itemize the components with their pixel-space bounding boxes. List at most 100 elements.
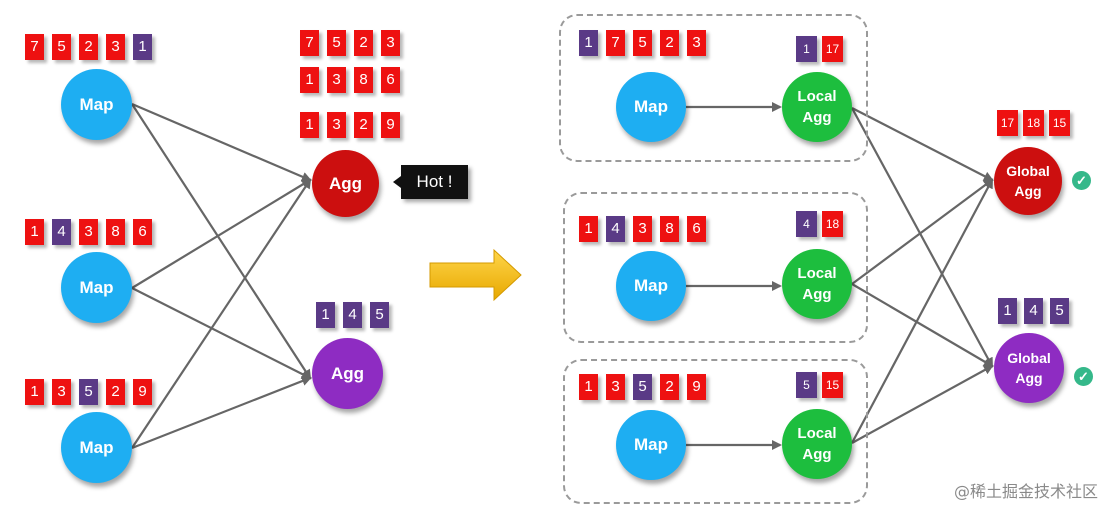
node-label-line1: Global xyxy=(1006,163,1050,179)
value-square: 1 xyxy=(25,219,44,245)
value-square: 4 xyxy=(796,211,817,237)
value-square: 15 xyxy=(822,372,843,398)
node-label: Map xyxy=(79,437,114,457)
left-map-node-2: Map xyxy=(61,252,132,323)
node-label: Map xyxy=(634,435,668,454)
node-label-line2: Agg xyxy=(1015,370,1043,386)
edge-map2-to-purple-agg xyxy=(131,287,312,379)
value-square: 1 xyxy=(300,67,319,93)
node-label-line1: Local xyxy=(797,88,837,105)
value-square: 5 xyxy=(1050,298,1069,324)
value-square: 4 xyxy=(343,302,362,328)
hot-callout: Hot ! xyxy=(393,165,468,199)
value-square: 9 xyxy=(133,379,152,405)
value-square: 3 xyxy=(327,67,346,93)
watermark: @稀土掘金技术社区 xyxy=(953,482,1098,501)
value-square: 1 xyxy=(796,36,817,62)
value-square: 2 xyxy=(660,374,679,400)
value-square: 15 xyxy=(1049,110,1070,136)
edge-local2-to-global-purple xyxy=(851,283,994,368)
node-label-line2: Agg xyxy=(802,109,832,126)
value-square: 17 xyxy=(822,36,843,62)
node-label: Map xyxy=(79,277,114,297)
left-map-node-3: Map xyxy=(61,412,132,483)
value-square: 7 xyxy=(300,30,319,56)
value-square: 3 xyxy=(633,216,652,242)
node-label-line1: Global xyxy=(1007,350,1051,366)
edge-map1-to-purple-agg xyxy=(131,103,312,380)
value-square: 4 xyxy=(52,219,71,245)
value-square: 17 xyxy=(997,110,1018,136)
value-square: 2 xyxy=(660,30,679,56)
value-square: 1 xyxy=(579,216,598,242)
value-square: 18 xyxy=(1023,110,1044,136)
value-square: 9 xyxy=(381,112,400,138)
node-label: Agg xyxy=(328,173,363,193)
right-map-node-3: Map xyxy=(616,410,686,480)
edge-map1-to-hot-agg xyxy=(131,102,312,182)
group-box-1 xyxy=(559,14,868,162)
value-square: 3 xyxy=(687,30,706,56)
value-square: 3 xyxy=(106,34,125,60)
value-square: 3 xyxy=(327,112,346,138)
value-square: 4 xyxy=(606,216,625,242)
value-square: 6 xyxy=(687,216,706,242)
node-label-line1: Local xyxy=(797,425,837,442)
transform-arrow xyxy=(429,248,522,302)
value-square: 5 xyxy=(370,302,389,328)
value-square: 2 xyxy=(106,379,125,405)
node-label-line2: Agg xyxy=(802,446,832,463)
value-square: 3 xyxy=(79,219,98,245)
edge-local1-to-global-purple xyxy=(851,107,993,368)
value-square: 1 xyxy=(25,379,44,405)
value-square: 5 xyxy=(633,374,652,400)
check-icon: ✓ xyxy=(1072,171,1091,190)
value-square: 6 xyxy=(133,219,152,245)
value-square: 1 xyxy=(316,302,335,328)
value-square: 1 xyxy=(300,112,319,138)
check-icon: ✓ xyxy=(1074,367,1093,386)
value-square: 7 xyxy=(606,30,625,56)
edge-local3-to-global-hot xyxy=(851,178,993,444)
left-map-node-1: Map xyxy=(61,69,132,140)
value-square: 1 xyxy=(133,34,152,60)
node-label-line2: Agg xyxy=(802,286,832,303)
left-hot-agg-node: Agg xyxy=(312,150,379,217)
value-square: 5 xyxy=(633,30,652,56)
value-square: 3 xyxy=(606,374,625,400)
edge-map2-to-hot-agg xyxy=(131,178,312,289)
value-square: 18 xyxy=(822,211,843,237)
value-square: 1 xyxy=(579,30,598,56)
value-square: 3 xyxy=(52,379,71,405)
node-label: Map xyxy=(634,276,668,295)
value-square: 2 xyxy=(354,30,373,56)
value-square: 3 xyxy=(381,30,400,56)
value-square: 1 xyxy=(998,298,1017,324)
value-square: 4 xyxy=(1024,298,1043,324)
value-square: 5 xyxy=(327,30,346,56)
value-square: 8 xyxy=(354,67,373,93)
node-label: Map xyxy=(634,97,668,116)
edge-local3-to-global-purple xyxy=(851,365,994,444)
node-label-line1: Local xyxy=(797,265,837,282)
value-square: 7 xyxy=(25,34,44,60)
value-square: 6 xyxy=(381,67,400,93)
group-box-3 xyxy=(563,359,868,504)
value-square: 8 xyxy=(660,216,679,242)
node-label: Map xyxy=(79,94,114,114)
value-square: 5 xyxy=(79,379,98,405)
right-map-node-1: Map xyxy=(616,72,686,142)
value-square: 5 xyxy=(52,34,71,60)
edge-local1-to-global-hot xyxy=(851,107,994,181)
right-map-node-2: Map xyxy=(616,251,686,321)
edge-local2-to-global-hot xyxy=(851,178,994,285)
node-label-line2: Agg xyxy=(1014,183,1042,199)
edge-map3-to-purple-agg xyxy=(131,376,312,450)
value-square: 8 xyxy=(106,219,125,245)
group-box-2 xyxy=(563,192,868,343)
